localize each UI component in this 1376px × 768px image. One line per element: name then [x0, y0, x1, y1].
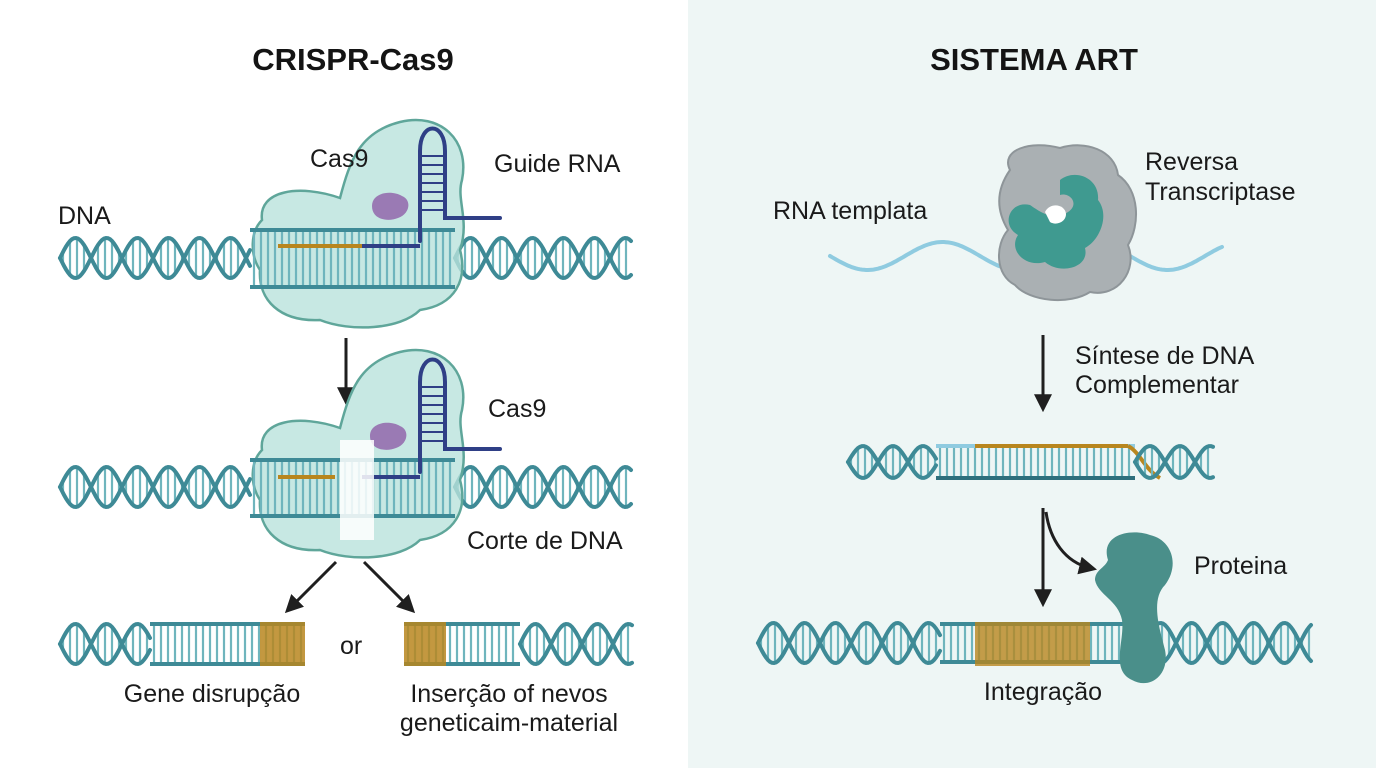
- dna-helix-right-row2: [453, 464, 633, 510]
- art-title: SISTEMA ART: [930, 42, 1138, 77]
- insertion-label-line1: Inserção of nevos: [410, 680, 608, 708]
- protein-shape: [1095, 532, 1173, 684]
- dna-strand: [453, 464, 633, 510]
- dna-strand: [1143, 620, 1313, 666]
- dna-strand: [846, 444, 938, 480]
- disrupted-segment: [260, 622, 305, 666]
- arrow-to-disruption: [284, 560, 338, 614]
- guide-rna-row1: [418, 126, 502, 243]
- dna-strand: [1133, 444, 1215, 480]
- dna-strand: [58, 621, 152, 667]
- dna-strand: [453, 464, 633, 510]
- insertion-label-line2: geneticaim-material: [399, 709, 619, 737]
- integration-label: Integração: [983, 678, 1103, 706]
- synthesis-label-line1: Síntese de DNA: [1075, 342, 1255, 370]
- dna-strand: [846, 444, 938, 480]
- dna-helix-integrated-left: [756, 620, 942, 666]
- purple-domain-row2: [370, 422, 407, 450]
- cas9-label-mid: Cas9: [488, 395, 547, 423]
- dna-cut-label: Corte de DNA: [467, 527, 623, 555]
- purple-domain-row1: [372, 192, 409, 220]
- art-panel: [756, 144, 1313, 684]
- dna-helix-left-row2: [58, 464, 252, 510]
- dna-strand: [518, 621, 634, 667]
- cas9-protein-row1: [251, 118, 465, 329]
- crispr-panel: [58, 118, 634, 667]
- dna-helix-synth-right: [1133, 444, 1215, 480]
- left-panel-bg: [0, 0, 688, 768]
- guide-rna-label: Guide RNA: [494, 150, 621, 178]
- dna-strand: [1143, 620, 1313, 666]
- dna-strand: [453, 235, 633, 281]
- dna-strand: [453, 235, 633, 281]
- dna-label: DNA: [58, 202, 111, 230]
- dna-helix-left-row1: [58, 235, 252, 281]
- cut-site: [340, 440, 374, 540]
- rna-template-label: RNA templata: [773, 197, 928, 225]
- guide-rna-row2: [418, 357, 502, 474]
- arrow-to-insertion: [362, 560, 416, 614]
- reverse-transcriptase-label-line1: Reversa: [1145, 148, 1239, 176]
- dna-strand: [58, 621, 152, 667]
- guide-rna-strand: [418, 357, 502, 474]
- synthesis-label-line2: Complementar: [1075, 371, 1239, 399]
- dna-strand: [756, 620, 942, 666]
- dna-helix-synth-left: [846, 444, 938, 480]
- reverse-transcriptase-label-line2: Transcriptase: [1145, 178, 1296, 206]
- integrated-segment: [975, 622, 1090, 666]
- dna-strand: [58, 235, 252, 281]
- gene-disruption-label: Gene disrupção: [123, 680, 301, 708]
- dna-helix-right-row1: [453, 235, 633, 281]
- guide-rna-strand: [418, 126, 502, 243]
- inserted-segment: [404, 622, 446, 666]
- dna-strand: [58, 464, 252, 510]
- dna-helix-disruption-left: [58, 621, 152, 667]
- arrow-to-protein: [1044, 511, 1098, 575]
- crispr-title: CRISPR-Cas9: [252, 42, 454, 77]
- dna-strand: [1133, 444, 1215, 480]
- protein-label: Proteina: [1194, 552, 1288, 580]
- dna-helix-insertion-right: [518, 621, 634, 667]
- cdna-ladder: [936, 444, 1135, 480]
- or-label: or: [340, 632, 363, 660]
- rt-pocket: [1045, 205, 1066, 224]
- cas9-label-top: Cas9: [310, 145, 369, 173]
